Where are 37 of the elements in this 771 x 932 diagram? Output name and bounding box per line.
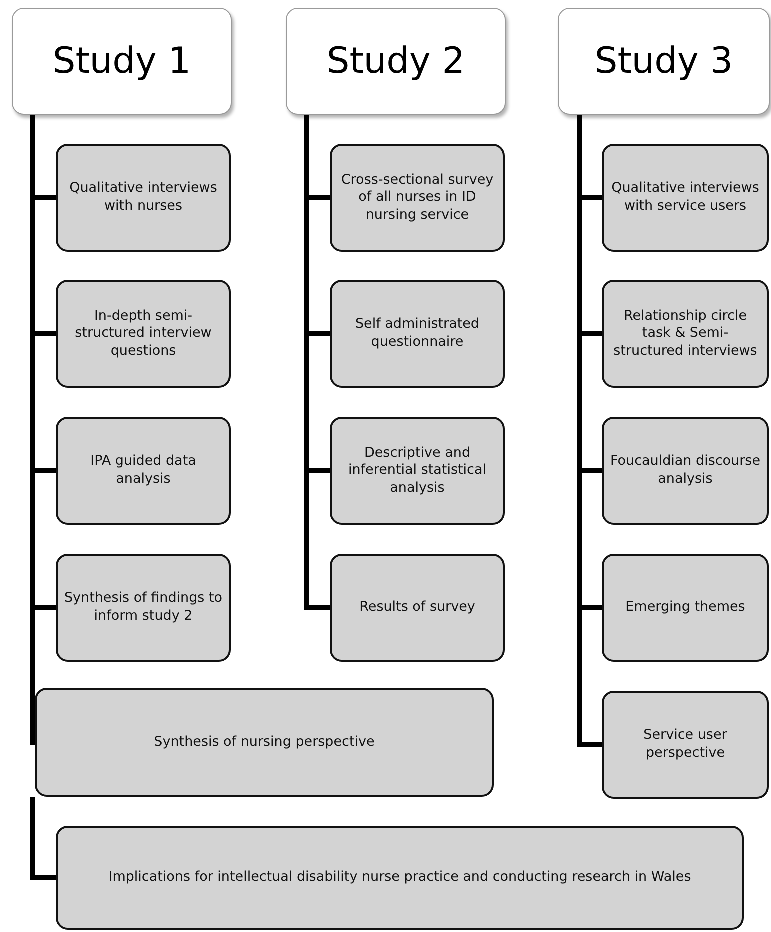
- process-box: [602, 144, 769, 252]
- step-label: Qualitative interviews with nurses: [68, 180, 218, 216]
- process-box: [56, 280, 231, 388]
- study-heading-box: [558, 8, 770, 115]
- connector-line: [30, 797, 56, 880]
- step-label: Descriptive and inferential statistical analysis: [347, 444, 488, 498]
- step-label: Service user perspective: [642, 727, 728, 763]
- process-box: [602, 554, 769, 662]
- process-box: [602, 691, 769, 799]
- study-heading-box: [12, 8, 232, 115]
- step-label: Qualitative interviews with service users: [610, 180, 760, 216]
- process-box: [56, 417, 231, 525]
- step-label: Self administrated questionnaire: [354, 316, 481, 352]
- step-label: Relationship circle task & Semi-structured interviews: [612, 308, 758, 360]
- process-box: [330, 417, 505, 525]
- process-box: [330, 144, 505, 252]
- study-title: Study 1: [52, 41, 192, 82]
- step-label: Synthesis of nursing perspective: [154, 734, 375, 752]
- step-label: Synthesis of findings to inform study 2: [64, 590, 223, 626]
- step-label: IPA guided data analysis: [90, 453, 198, 489]
- process-box: [35, 688, 494, 797]
- step-label: Results of survey: [360, 599, 476, 617]
- process-box: [330, 280, 505, 388]
- study-title: Study 2: [326, 41, 466, 82]
- step-label: Emerging themes: [626, 599, 746, 617]
- process-box: [56, 826, 744, 930]
- step-label: In-depth semi-structured interview questions: [74, 308, 213, 360]
- step-label: Foucauldian discourse analysis: [610, 453, 761, 489]
- process-box: [56, 144, 231, 252]
- process-box: [330, 554, 505, 662]
- step-label: Cross-sectional survey of all nurses in ID nursing service: [340, 172, 495, 224]
- step-label: Implications for intellectual disability nurse practice and conducting research in Wales: [108, 869, 692, 887]
- study-heading-box: [286, 8, 506, 115]
- process-box: [56, 554, 231, 662]
- study-title: Study 3: [594, 41, 734, 82]
- process-box: [602, 417, 769, 525]
- process-box: [602, 280, 769, 388]
